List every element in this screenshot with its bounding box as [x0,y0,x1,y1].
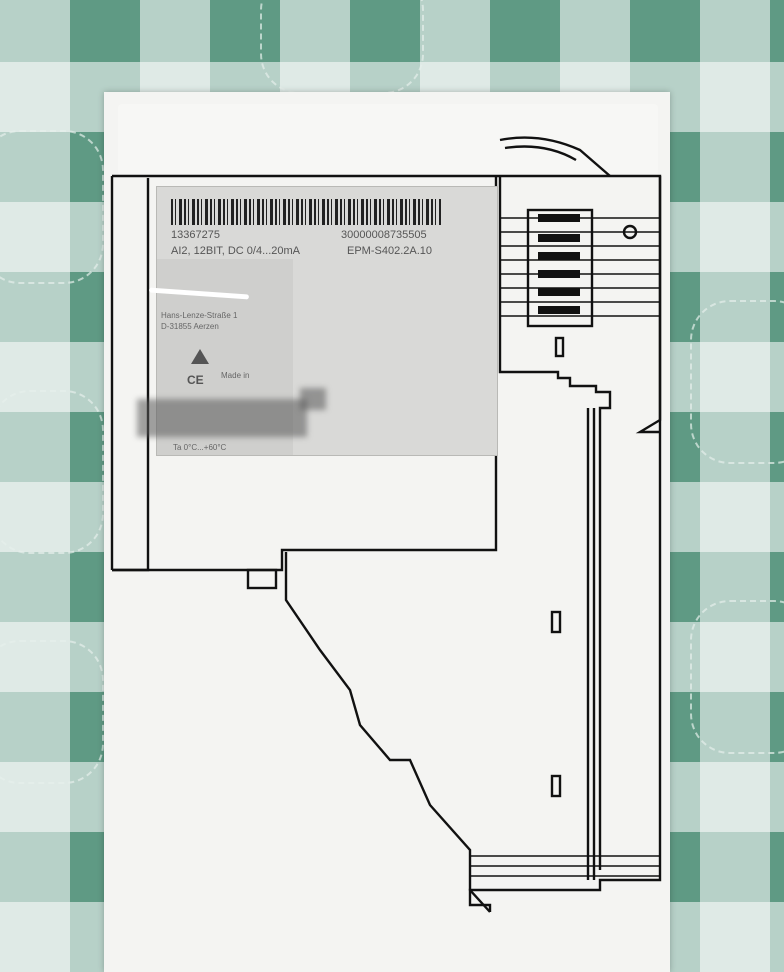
barcode-icon [171,199,441,225]
ambient-temperature: Ta 0°C...+60°C [173,443,227,452]
article-number: 13367275 [171,229,220,241]
quilt-stitch [690,300,784,464]
model-number: EPM-S402.2A.10 [347,245,432,257]
small-slot [550,774,562,798]
small-slot [550,610,562,634]
serial-number: 30000008735505 [341,229,427,241]
module-staircase [284,552,491,913]
bottom-tab [246,568,278,590]
quilt-stitch [690,600,784,754]
product-label: 13367275 30000008735505 AI2, 12BIT, DC 0… [137,186,498,456]
module-description: AI2, 12BIT, DC 0/4...20mA [171,245,301,257]
led-indicator [622,224,638,240]
small-slot [554,336,565,358]
address-city: D-31855 Aerzen [161,322,219,331]
blurred-region [300,388,326,410]
quilt-stitch [0,390,104,554]
esd-warning-icon [191,349,209,364]
module-left-inner [112,178,150,572]
quilt-stitch [0,130,104,284]
made-in-text: Made in [221,371,250,380]
box-top-flap [118,104,658,176]
terminal-block [526,208,594,328]
address-street: Hans-Lenze-Straße 1 [161,311,238,320]
quilt-stitch [0,640,104,784]
blurred-region [137,399,307,437]
connector-right [635,176,662,434]
ce-mark-icon: CE [187,373,204,387]
top-latch [499,136,611,177]
connector-housing [498,176,612,870]
bottom-rail [470,855,660,877]
